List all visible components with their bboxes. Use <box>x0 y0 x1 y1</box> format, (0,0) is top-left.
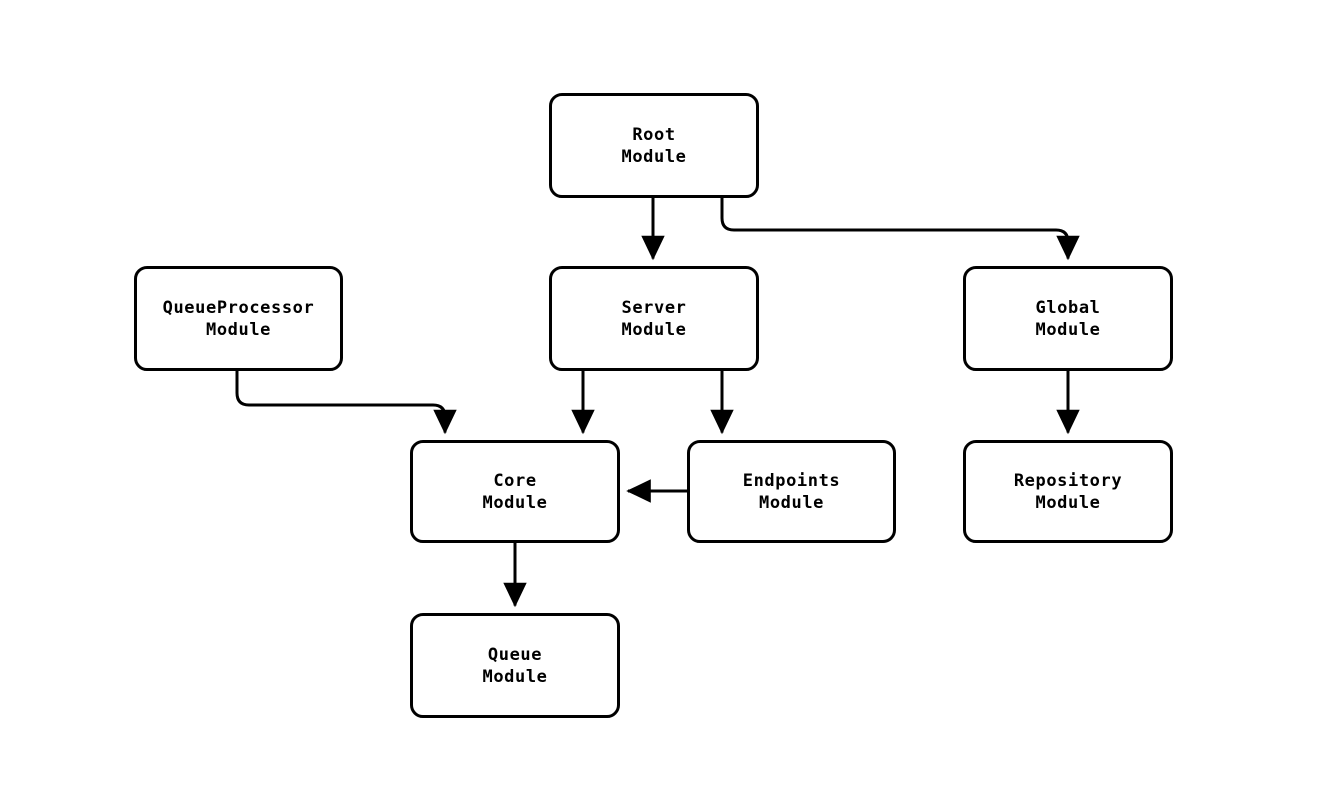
node-subtitle: Module <box>482 492 548 513</box>
node-repository-module[interactable]: Repository Module <box>963 440 1173 543</box>
node-title: Queue <box>487 644 543 665</box>
node-subtitle: Module <box>758 492 824 513</box>
node-subtitle: Module <box>621 319 687 340</box>
edge-root-to-global <box>720 198 1080 261</box>
node-core-module[interactable]: Core Module <box>410 440 620 543</box>
node-title: Endpoints <box>742 470 841 491</box>
node-title: Root <box>632 124 676 145</box>
node-server-module[interactable]: Server Module <box>549 266 759 371</box>
node-subtitle: Module <box>205 319 271 340</box>
node-endpoints-module[interactable]: Endpoints Module <box>687 440 896 543</box>
node-root-module[interactable]: Root Module <box>549 93 759 198</box>
node-subtitle: Module <box>1035 492 1101 513</box>
node-title: Global <box>1035 297 1101 318</box>
node-queue-module[interactable]: Queue Module <box>410 613 620 718</box>
node-subtitle: Module <box>1035 319 1101 340</box>
node-title: Core <box>493 470 537 491</box>
node-title: Server <box>621 297 687 318</box>
node-subtitle: Module <box>621 146 687 167</box>
node-title: Repository <box>1013 470 1123 491</box>
node-queueprocessor-module[interactable]: QueueProcessor Module <box>134 266 343 371</box>
node-title: QueueProcessor <box>162 297 315 318</box>
edge-queueprocessor-to-core <box>235 371 457 435</box>
node-global-module[interactable]: Global Module <box>963 266 1173 371</box>
node-subtitle: Module <box>482 666 548 687</box>
